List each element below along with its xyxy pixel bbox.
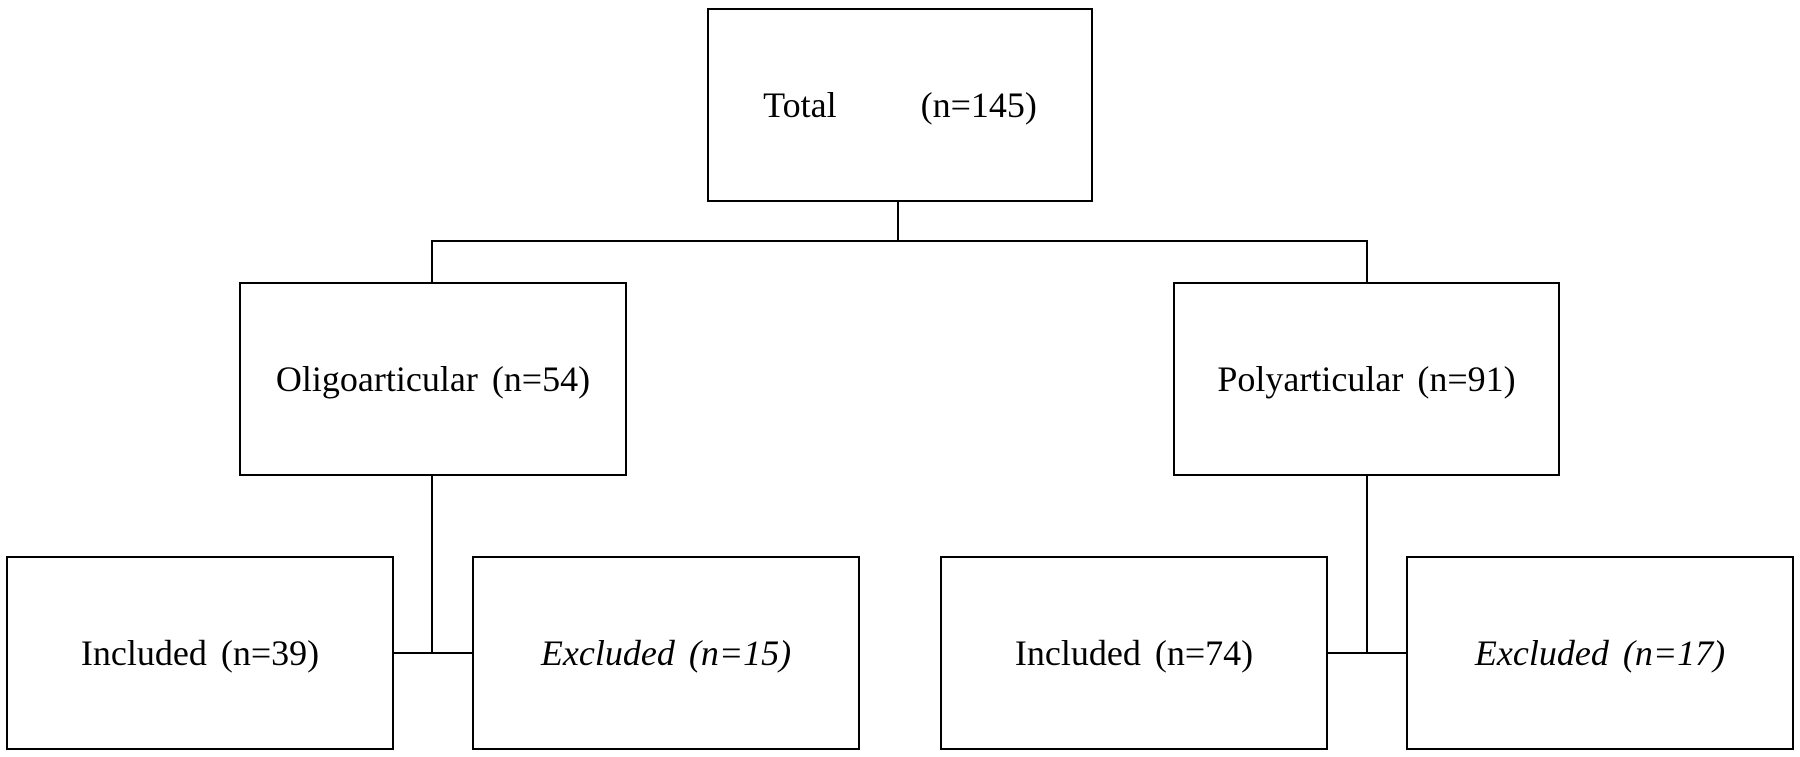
connector-poly-split (1328, 652, 1408, 654)
poly-included-label: Included (1014, 633, 1141, 673)
connector-oligo-split (392, 652, 472, 654)
oligo-excluded-box: Excluded (n=15) (472, 556, 860, 750)
total-box: Total (n=145) (707, 8, 1093, 202)
oligo-included-box: Included (n=39) (6, 556, 394, 750)
poly-excluded-count: (n=17) (1622, 633, 1726, 673)
oligo-excluded-label: Excluded (540, 633, 675, 673)
poly-included-box: Included (n=74) (940, 556, 1328, 750)
connector-branch-horizontal (431, 240, 1368, 242)
connector-total-down (897, 200, 899, 242)
oligoarticular-label: Oligoarticular (275, 359, 478, 399)
connector-oligoarticular-down (431, 474, 433, 654)
polyarticular-box: Polyarticular (n=91) (1173, 282, 1560, 476)
oligoarticular-count: (n=54) (491, 359, 591, 399)
connector-to-oligoarticular (431, 240, 433, 282)
total-count: (n=145) (920, 85, 1037, 125)
connector-to-polyarticular (1366, 240, 1368, 282)
polyarticular-label: Polyarticular (1217, 359, 1404, 399)
oligo-included-label: Included (80, 633, 207, 673)
poly-excluded-label: Excluded (1474, 633, 1609, 673)
total-label: Total (763, 85, 837, 125)
poly-excluded-box: Excluded (n=17) (1406, 556, 1794, 750)
poly-included-count: (n=74) (1154, 633, 1254, 673)
polyarticular-count: (n=91) (1417, 359, 1516, 399)
connector-polyarticular-down (1366, 474, 1368, 654)
oligo-included-count: (n=39) (220, 633, 320, 673)
oligoarticular-box: Oligoarticular (n=54) (239, 282, 627, 476)
oligo-excluded-count: (n=15) (688, 633, 792, 673)
